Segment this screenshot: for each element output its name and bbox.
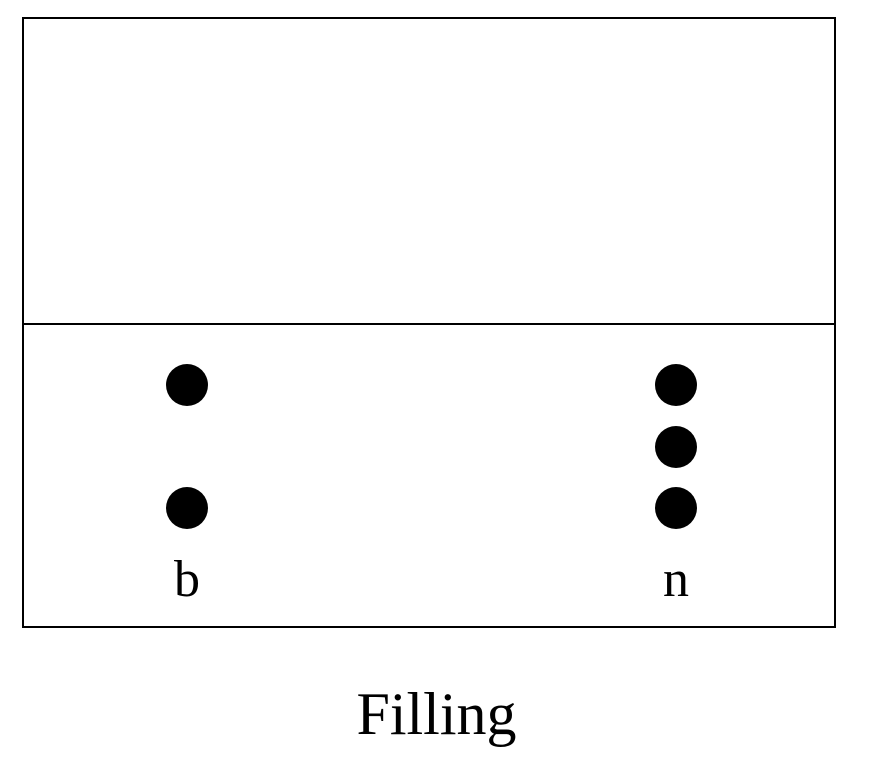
- electron-dot: [166, 364, 208, 406]
- electron-dot: [166, 487, 208, 529]
- electron-dot: [655, 364, 697, 406]
- column-b: b: [147, 19, 227, 626]
- electron-dot: [655, 426, 697, 468]
- diagram-frame: b n: [22, 17, 836, 628]
- diagram-caption: Filling: [356, 681, 517, 747]
- column-label-b: b: [174, 551, 200, 608]
- column-label-n: n: [663, 551, 689, 608]
- column-n: n: [636, 19, 716, 626]
- electron-dot: [655, 487, 697, 529]
- level-divider: [24, 323, 834, 325]
